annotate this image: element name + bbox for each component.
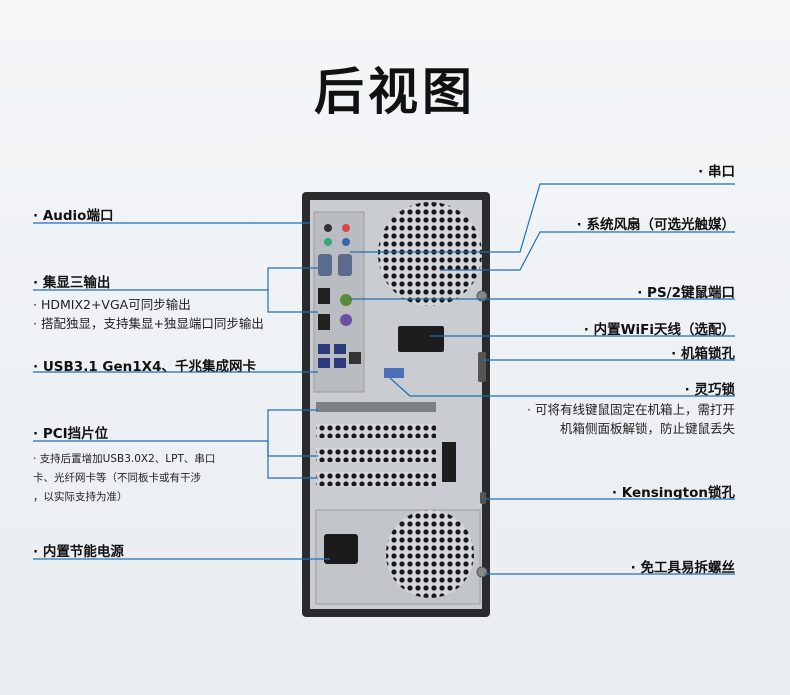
page-title: 后视图: [314, 63, 476, 121]
pci-bracket-ports: [442, 442, 456, 482]
psu-fan-grille: [386, 510, 474, 598]
usb-port-1: [318, 344, 330, 354]
hdmi-port-2: [318, 314, 330, 330]
usb-port-4: [334, 358, 346, 368]
usb-port-3: [334, 344, 346, 354]
label-usb-lan: · USB3.1 Gen1X4、千兆集成网卡: [33, 359, 256, 375]
label-pci-sub1: · 支持后置增加USB3.0X2、LPT、串口: [33, 453, 216, 465]
audio-jack-3: [324, 238, 332, 246]
label-smart-lock-sub1: · 可将有线键鼠固定在机箱上，需打开: [527, 402, 735, 417]
label-audio-port: · Audio端口: [33, 208, 114, 224]
label-wifi-antenna: · 内置WiFi天线（选配）: [583, 322, 735, 338]
line-display-b: [267, 290, 318, 313]
label-power-supply: · 内置节能电源: [33, 544, 124, 560]
line-smart-lock: [389, 377, 735, 397]
label-pci-sub2: 卡、光纤网卡等（不同板卡或有干涉: [33, 472, 201, 484]
smart-lock-clip: [384, 368, 404, 378]
pci-slot-3: [316, 448, 436, 462]
label-smart-lock-sub2: 机箱侧面板解锁，防止键鼠丢失: [559, 421, 735, 436]
line-pci-b: [267, 441, 318, 457]
label-pci-sub3: ，以实际支持为准）: [33, 491, 128, 503]
pci-slot-1: [316, 402, 436, 412]
power-socket: [324, 534, 358, 564]
ps2-port-2: [340, 314, 352, 326]
label-serial-port: · 串口: [698, 164, 735, 180]
label-toolless-screws: · 免工具易拆螺丝: [630, 560, 735, 576]
label-ps2-port: · PS/2键鼠端口: [637, 285, 735, 301]
line-fan: [440, 231, 735, 271]
label-display-sub2: · 搭配独显，支持集显+独显端口同步输出: [33, 316, 264, 331]
ps2-port-1: [340, 294, 352, 306]
audio-jack-2: [342, 224, 350, 232]
pci-slot-2: [316, 424, 436, 438]
vga-port: [318, 254, 332, 276]
audio-jack-4: [342, 238, 350, 246]
serial-port: [338, 254, 352, 276]
wifi-module: [398, 326, 444, 352]
kensington-slot: [480, 492, 486, 504]
pc-tower-rear-illustration: [302, 192, 490, 617]
label-display-sub1: · HDMIX2+VGA可同步输出: [33, 297, 191, 312]
usb-port-2: [318, 358, 330, 368]
lan-port: [349, 352, 361, 364]
audio-jack-1: [324, 224, 332, 232]
line-display-a: [33, 267, 318, 291]
label-chassis-lock-hole: · 机箱锁孔: [671, 346, 735, 362]
label-display-output: · 集显三输出: [33, 275, 111, 291]
line-pci-a: [33, 409, 318, 442]
hdmi-port-1: [318, 288, 330, 304]
line-pci-c: [267, 441, 318, 479]
line-serial: [350, 183, 735, 253]
pci-slot-4: [316, 472, 436, 486]
label-pci-slots: · PCI挡片位: [33, 426, 109, 442]
label-smart-lock: · 灵巧锁: [684, 382, 735, 398]
label-kensington-lock: · Kensington锁孔: [611, 485, 735, 501]
fan-grille: [378, 202, 482, 306]
label-system-fan: · 系统风扇（可选光触媒）: [576, 217, 735, 233]
